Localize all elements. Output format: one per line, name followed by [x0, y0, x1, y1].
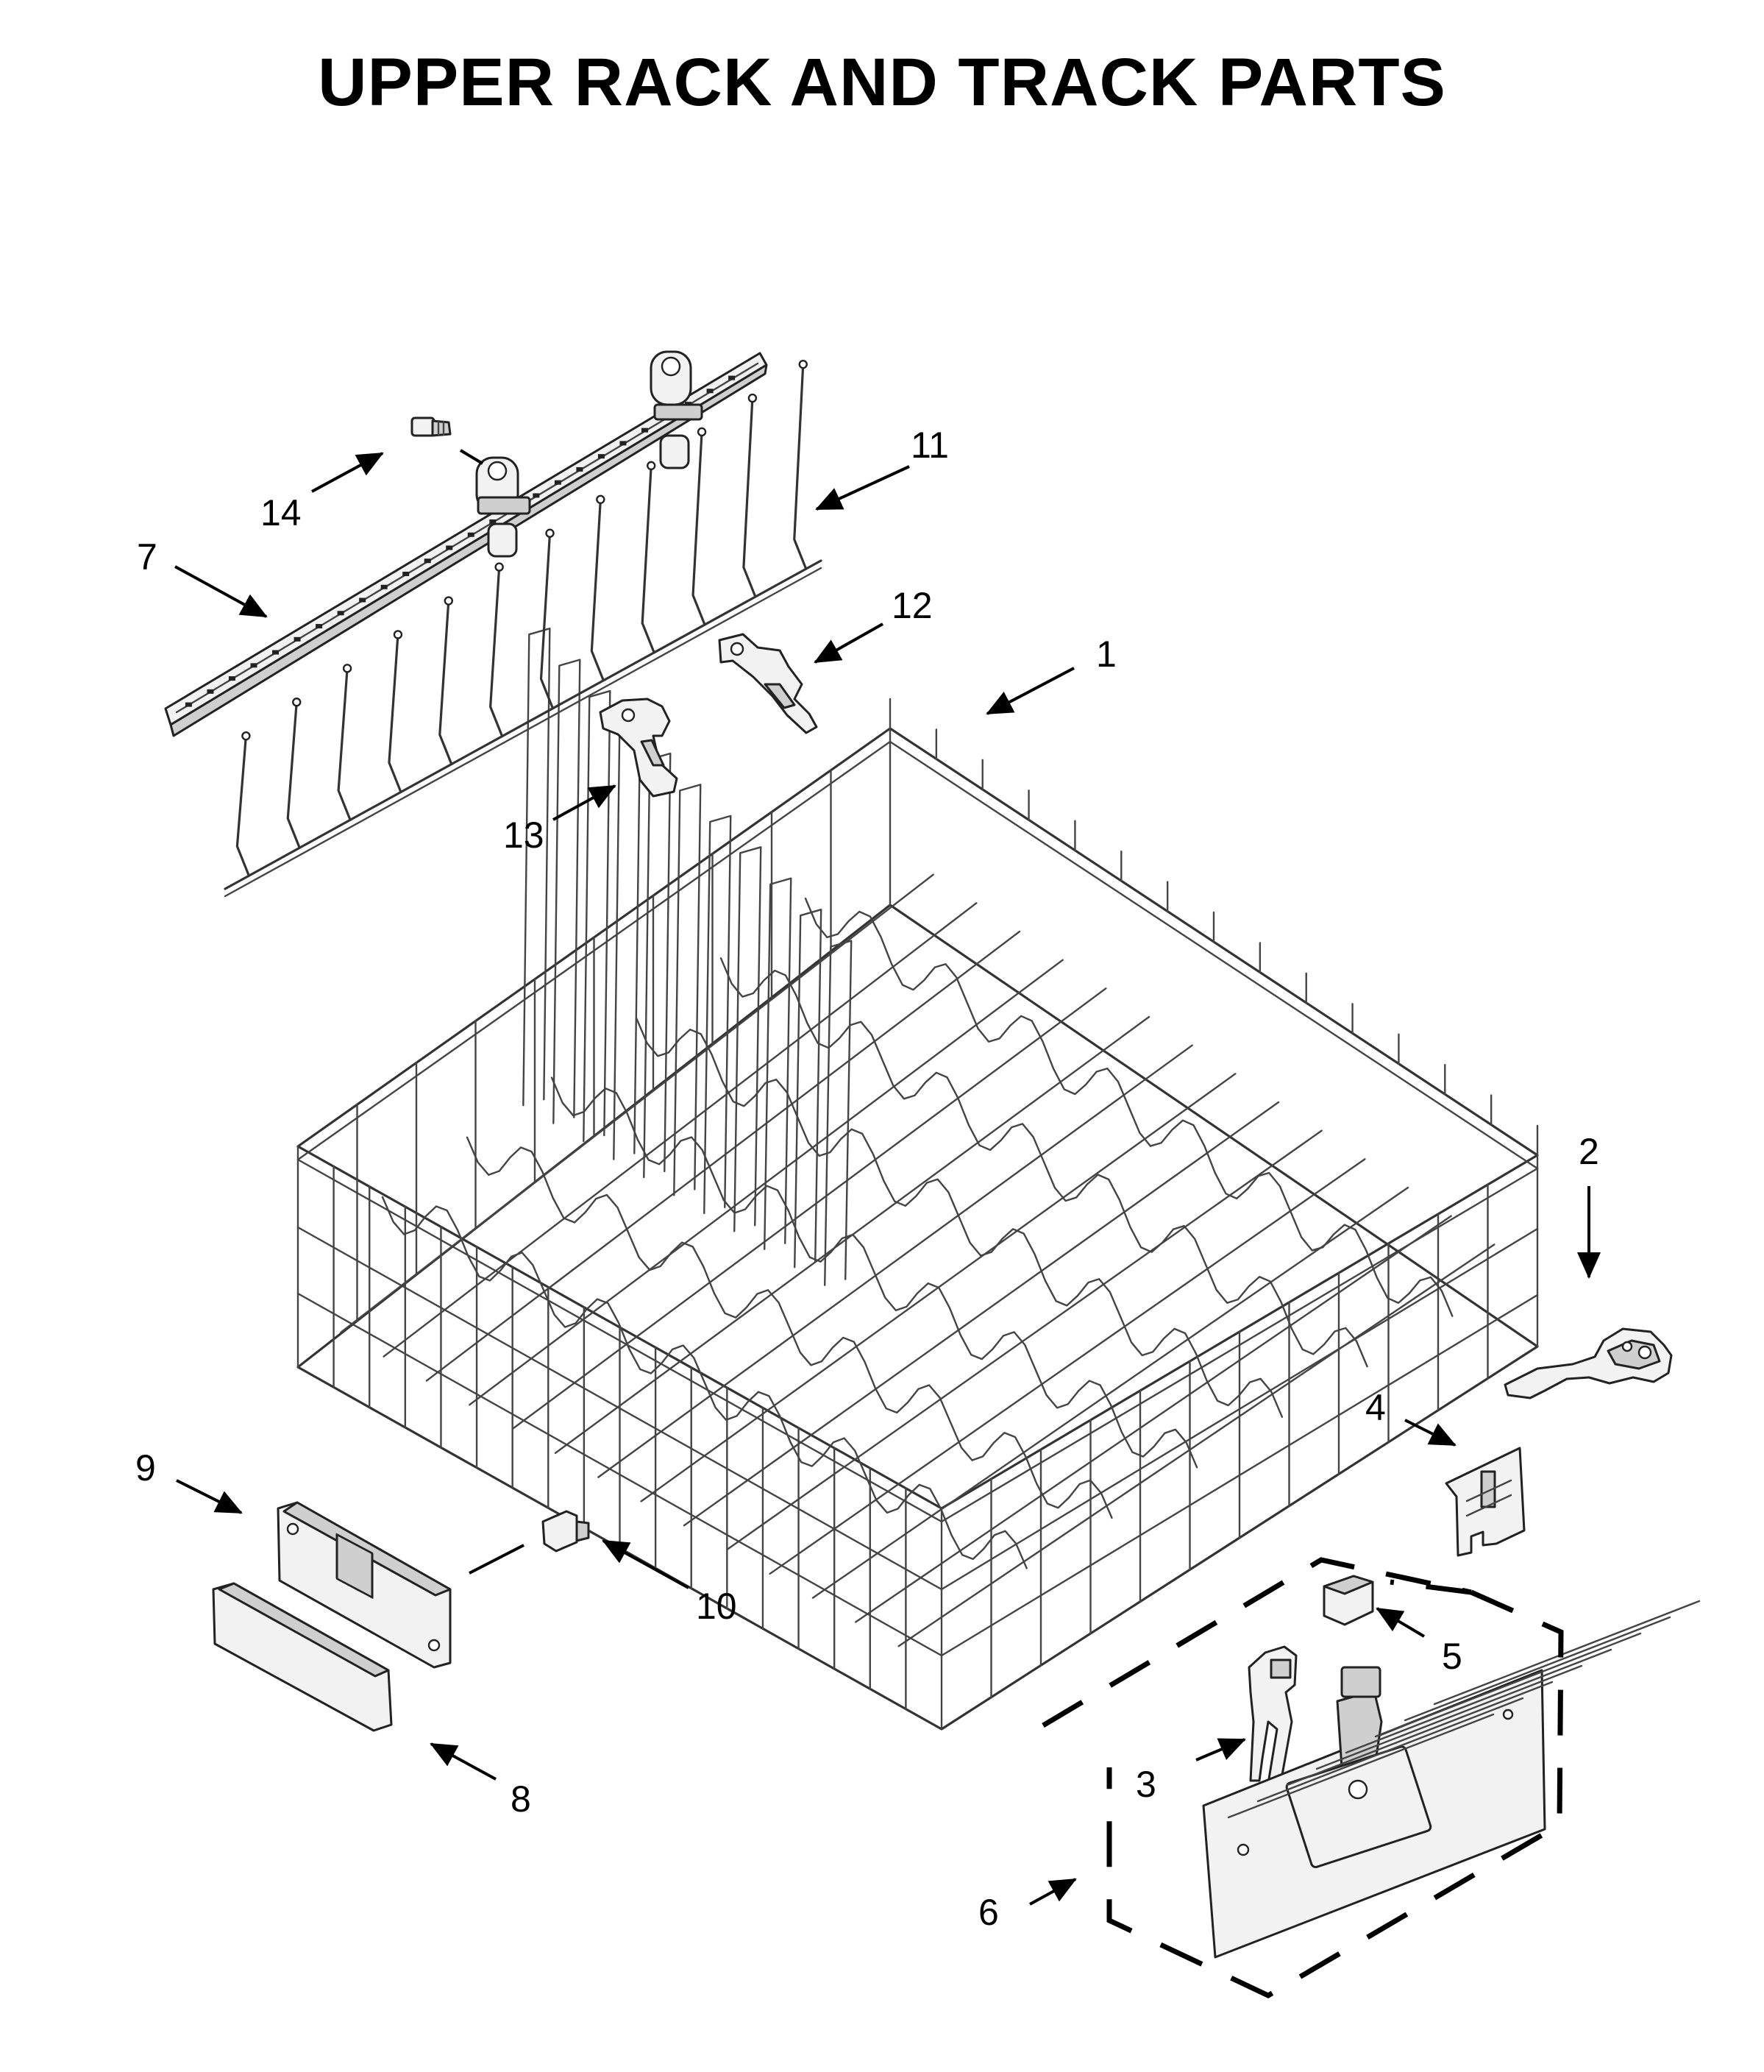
- diagram-title: UPPER RACK AND TRACK PARTS: [318, 45, 1446, 120]
- handle-cover-part-8[interactable]: [212, 1582, 393, 1732]
- callout-9: 9: [135, 1447, 156, 1489]
- track-rail-part[interactable]: [164, 350, 768, 737]
- latch-lever-part-3[interactable]: [1248, 1645, 1298, 1797]
- adjuster-arm-part-2[interactable]: [1504, 1327, 1673, 1399]
- callout-6: 6: [978, 1892, 999, 1933]
- callout-2: 2: [1579, 1131, 1599, 1172]
- callout-7: 7: [137, 536, 157, 578]
- assembly-dashed-outline-2: [1390, 1579, 1472, 1595]
- rack-clip-part-13[interactable]: [599, 698, 678, 798]
- leader-lines: [174, 449, 1601, 1906]
- button-part-5[interactable]: [1323, 1575, 1374, 1626]
- callout-4: 4: [1365, 1387, 1386, 1428]
- screw-part-10[interactable]: [541, 1510, 590, 1553]
- callout-8: 8: [511, 1778, 531, 1820]
- callout-11: 11: [911, 425, 949, 466]
- rack-clip-part-12[interactable]: [718, 633, 818, 734]
- slider-bracket-part-4[interactable]: [1445, 1447, 1526, 1557]
- callout-14: 14: [260, 492, 302, 533]
- screw-part-14[interactable]: [410, 416, 452, 437]
- callout-3: 3: [1136, 1764, 1156, 1805]
- assembly-dashed-outline: [1042, 1557, 1564, 1998]
- handle-base-part-9[interactable]: [277, 1501, 452, 1669]
- callout-1: 1: [1096, 634, 1117, 675]
- callout-5: 5: [1442, 1636, 1462, 1677]
- callout-10: 10: [696, 1586, 737, 1627]
- callout-13: 13: [503, 815, 544, 856]
- adjuster-assembly-part-6[interactable]: [1202, 1600, 1701, 1959]
- callout-12: 12: [892, 585, 933, 626]
- tine-row-part[interactable]: [224, 359, 822, 898]
